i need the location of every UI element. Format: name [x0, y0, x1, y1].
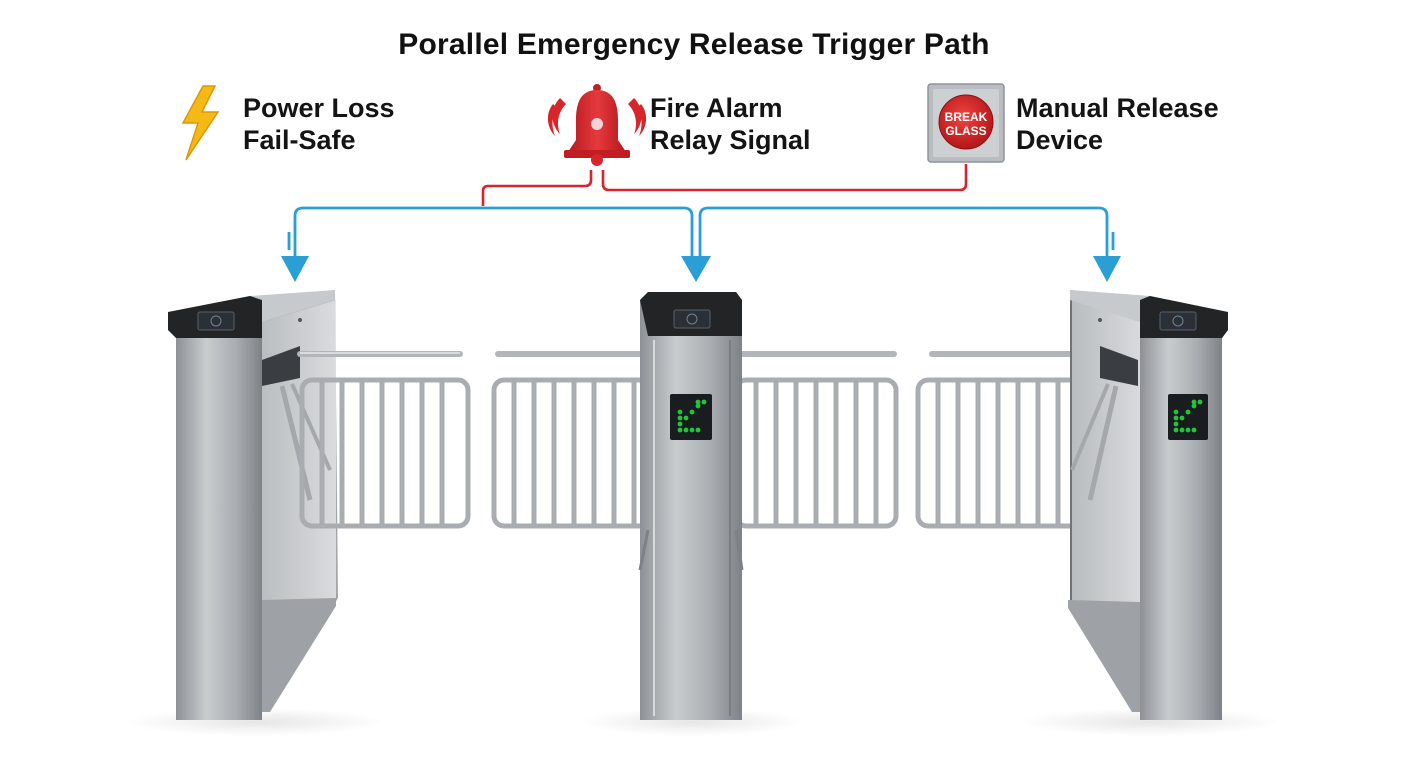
arrow-down-icon: [681, 256, 711, 282]
green-arrow-icon: [677, 399, 707, 433]
gate-frame-center-left: [491, 351, 653, 529]
arrow-down-icon: [281, 256, 309, 282]
green-arrow-icon: [1173, 399, 1203, 433]
fire-alarm-line1: Fire Alarm: [650, 93, 783, 123]
release-blue-lines: [287, 206, 1115, 262]
fire-alarm-label: Fire Alarm Relay Signal: [650, 92, 811, 156]
release-arrowheads: [281, 256, 1121, 282]
break-glass-text-bottom: GLASS: [945, 124, 986, 138]
gate-frame-left: [299, 377, 471, 529]
power-loss-label: Power Loss Fail-Safe: [243, 92, 395, 156]
gate-frame-center-right: [733, 351, 899, 529]
alarm-bell-icon: [547, 84, 647, 166]
break-glass-icon: BREAK GLASS: [927, 83, 1005, 163]
status-display: [1168, 394, 1208, 440]
power-loss-line2: Fail-Safe: [243, 125, 356, 155]
arrow-down-icon: [1093, 256, 1121, 282]
power-loss-line1: Power Loss: [243, 93, 395, 123]
turnstile-right: [1068, 290, 1228, 720]
floor-shadow: [582, 708, 802, 736]
lightning-bolt-icon: [181, 85, 220, 161]
fire-alarm-red-lines: [481, 164, 968, 206]
turnstile-center: [638, 292, 744, 720]
diagram-title: Porallel Emergency Release Trigger Path: [398, 28, 990, 61]
fire-alarm-line2: Relay Signal: [650, 125, 811, 155]
break-glass-text-top: BREAK: [945, 110, 988, 124]
manual-release-line2: Device: [1016, 125, 1104, 155]
manual-release-line1: Manual Release: [1016, 93, 1219, 123]
manual-release-label: Manual Release Device: [1016, 92, 1219, 156]
turnstile-left: [168, 290, 463, 720]
